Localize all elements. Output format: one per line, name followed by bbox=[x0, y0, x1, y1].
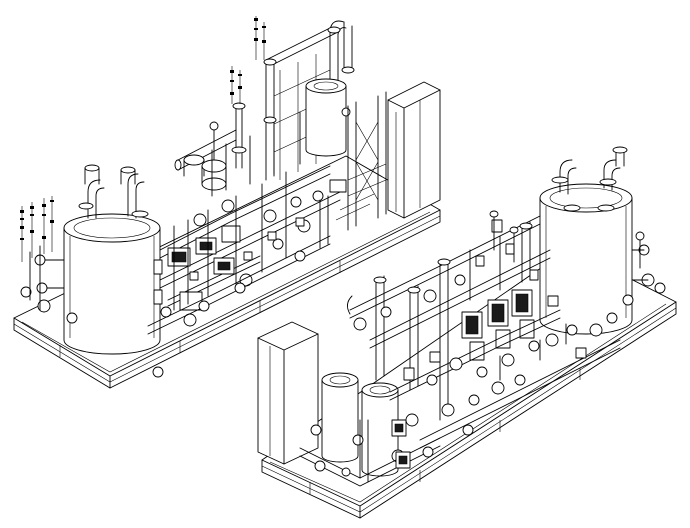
unit-b-manifold-piping bbox=[347, 216, 620, 448]
unit-a-filter-vessel bbox=[306, 79, 350, 156]
unit-a-control-cabinet bbox=[388, 82, 440, 218]
unit-a-storage-tank bbox=[21, 165, 160, 354]
unit-b-valve-stems bbox=[490, 211, 644, 268]
unit-b-storage-tank bbox=[540, 147, 665, 336]
unit-a-lower-piping bbox=[148, 196, 330, 334]
unit-a-instrument-tags bbox=[20, 196, 54, 262]
unit-a-pump-manifold bbox=[154, 166, 340, 326]
unit-b-assembly bbox=[258, 147, 676, 518]
unit-b-filter-vessels bbox=[311, 373, 406, 476]
unit-b-valves bbox=[354, 220, 586, 435]
unit-b-control-cabinet bbox=[258, 322, 318, 464]
unit-a-assembly bbox=[14, 16, 440, 388]
unit-a-ladder-structure bbox=[330, 92, 386, 230]
unit-a-header-pipe bbox=[175, 130, 236, 190]
unit-b-lower-piping bbox=[300, 420, 440, 486]
unit-b-pump-motors bbox=[462, 290, 534, 360]
